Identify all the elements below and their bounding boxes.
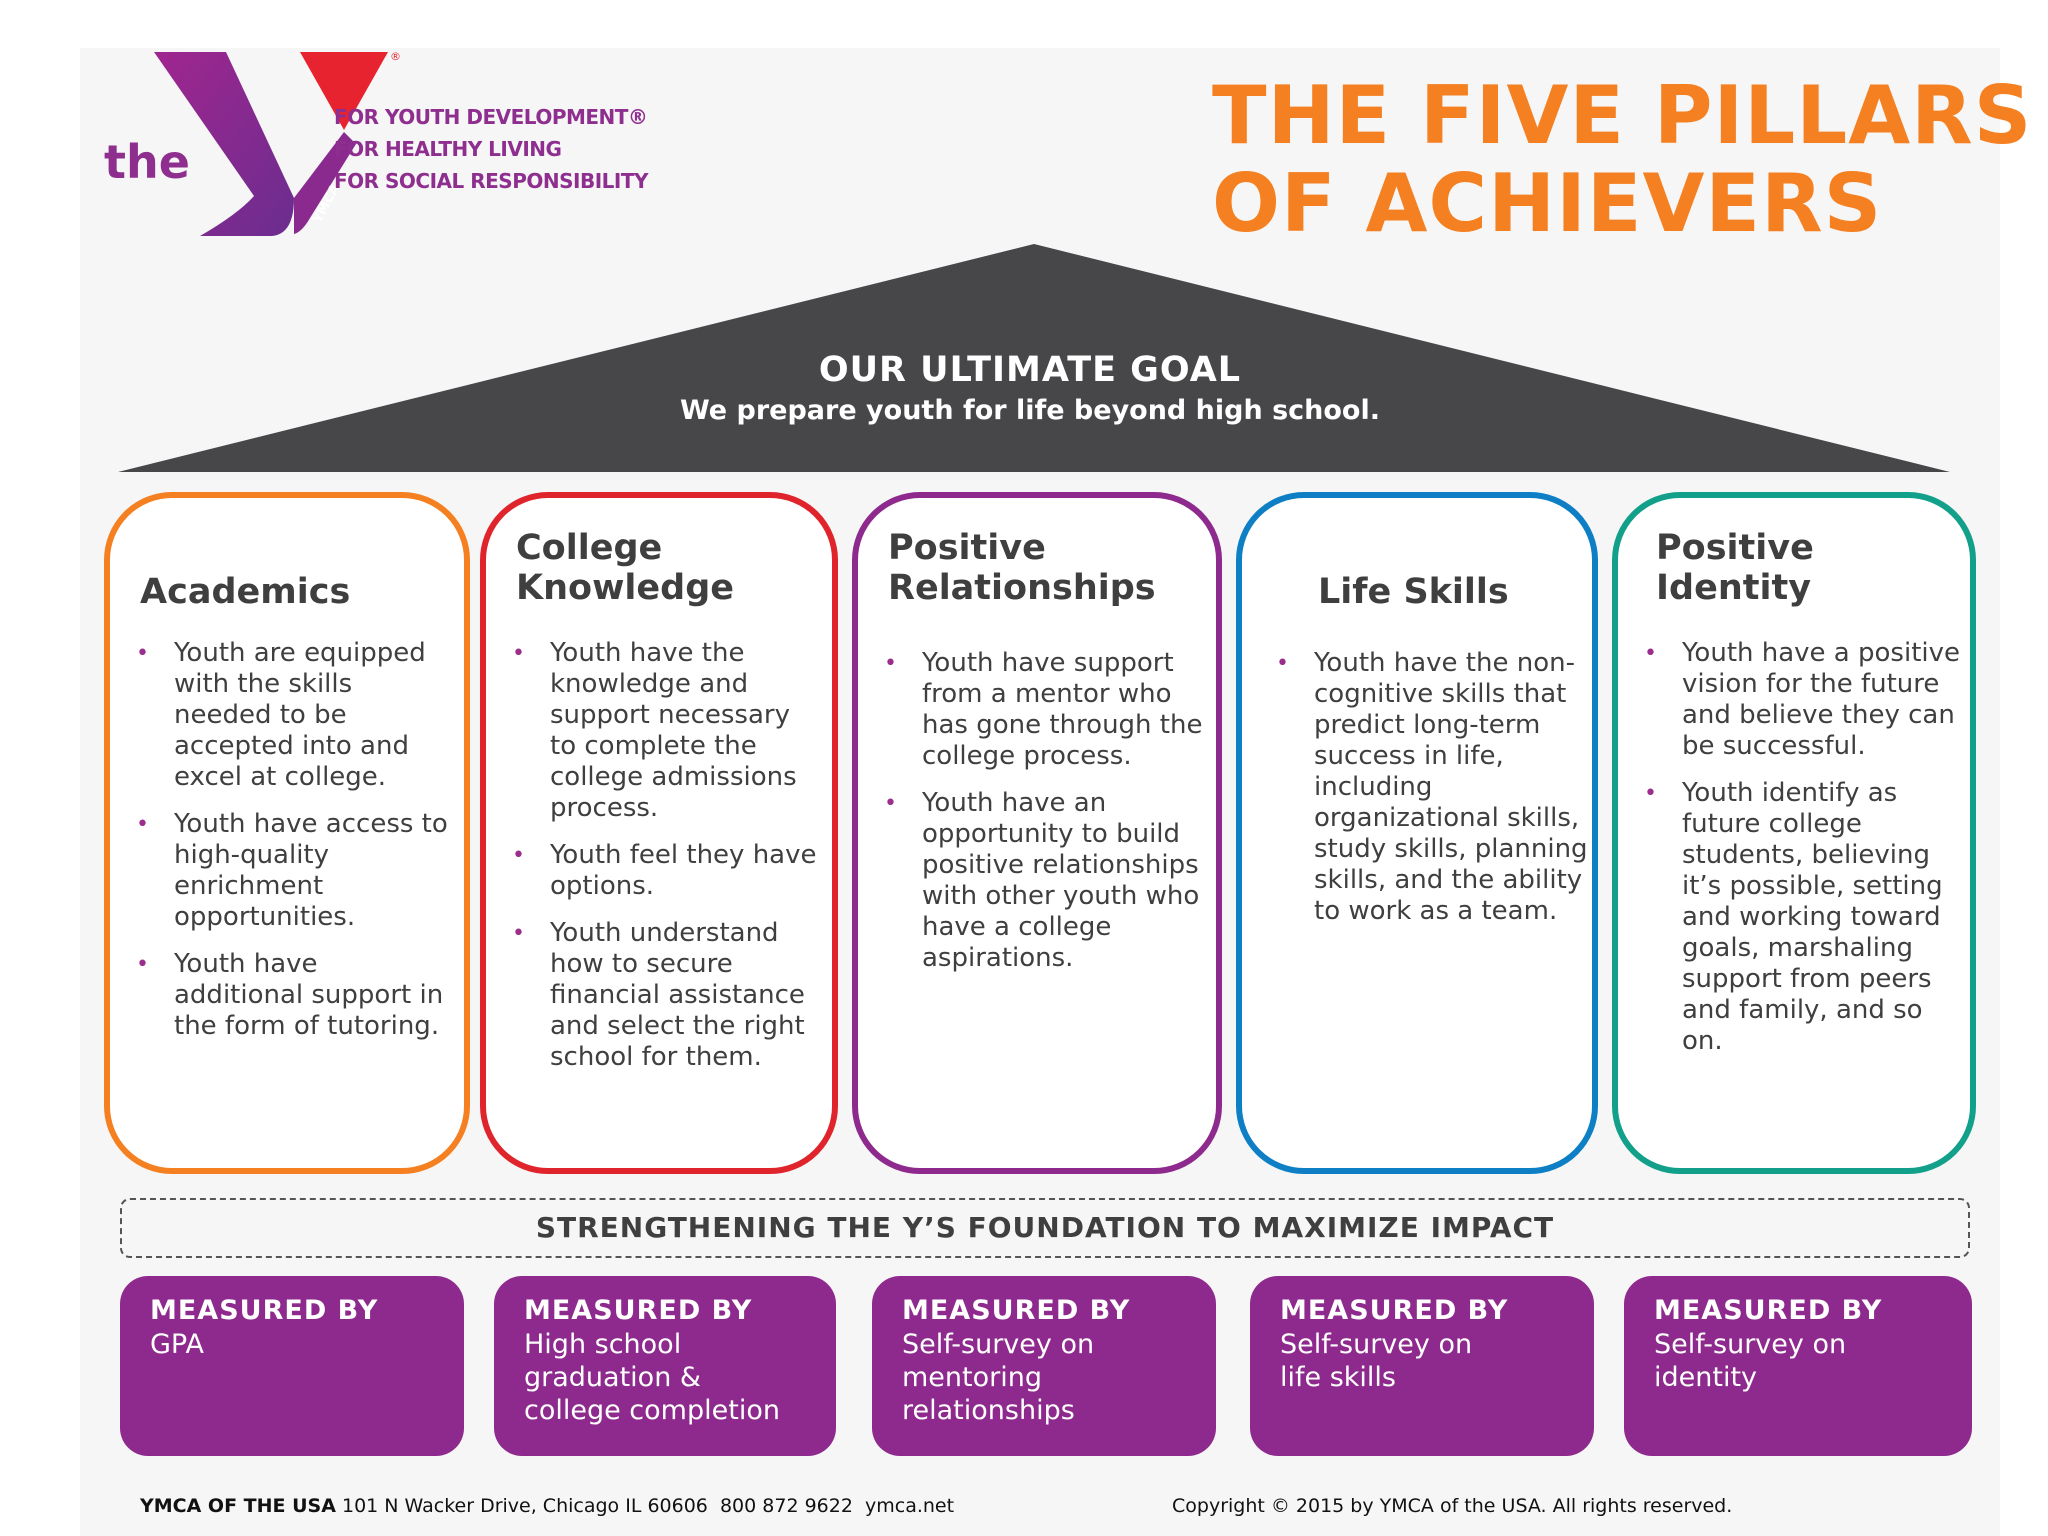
title-line: OF ACHIEVERS	[1212, 157, 1883, 250]
pillar-bullets: •Youth have support from a mentor who ha…	[884, 648, 1208, 990]
page-title: THE FIVE PILLARS OF ACHIEVERS	[1212, 72, 2032, 248]
tagline-line: FOR HEALTHY LIVING	[334, 137, 562, 161]
goal-roof	[118, 244, 1950, 472]
pillar-title: Positive Relationships	[888, 528, 1156, 608]
measure-heading: MEASURED BY	[524, 1295, 753, 1326]
pillar-positive-identity: Positive Identity •Youth have a positive…	[1612, 492, 1976, 1174]
list-item: •Youth have support from a mentor who ha…	[884, 648, 1203, 771]
list-item: •Youth identify as future college studen…	[1644, 778, 1943, 1056]
list-item: •Youth have access to high-quality enric…	[136, 809, 448, 932]
y-logo-icon: the YMCA ®	[104, 50, 401, 236]
bullet-icon: •	[1276, 651, 1289, 676]
bullet-icon: •	[136, 812, 149, 837]
measure-card-gpa: MEASURED BY GPA	[120, 1276, 464, 1456]
measure-text: GPA	[150, 1329, 204, 1360]
title-line: THE FIVE PILLARS	[1212, 69, 2033, 162]
pillar-bullets: •Youth have the non-cognitive skills tha…	[1276, 648, 1592, 943]
measure-heading: MEASURED BY	[150, 1295, 379, 1326]
bullet-icon: •	[1644, 641, 1657, 666]
measure-card-identity: MEASURED BY Self-survey on identity	[1624, 1276, 1972, 1456]
bullet-icon: •	[884, 791, 897, 816]
tagline-line: FOR SOCIAL RESPONSIBILITY	[334, 169, 648, 193]
bullet-icon: •	[884, 651, 897, 676]
bullet-icon: •	[136, 641, 149, 666]
pillar-title: Life Skills	[1318, 572, 1509, 612]
pillar-bullets: •Youth have a positive vision for the fu…	[1644, 638, 1960, 1073]
pillar-positive-relationships: Positive Relationships •Youth have suppo…	[852, 492, 1222, 1174]
bullet-icon: •	[512, 921, 525, 946]
pillar-title: Positive Identity	[1656, 528, 1814, 608]
list-item: •Youth have the knowledge and support ne…	[512, 638, 797, 823]
pillar-academics: Academics •Youth are equipped with the s…	[104, 492, 470, 1174]
logo-tagline: FOR YOUTH DEVELOPMENT® FOR HEALTHY LIVIN…	[334, 101, 648, 197]
footer-address: YMCA OF THE USA 101 N Wacker Drive, Chic…	[140, 1494, 954, 1518]
list-item: •Youth have a positive vision for the fu…	[1644, 638, 1960, 761]
bullet-icon: •	[512, 641, 525, 666]
pillar-life-skills: Life Skills •Youth have the non-cognitiv…	[1236, 492, 1598, 1174]
list-item: •Youth feel they have options.	[512, 840, 817, 901]
measure-heading: MEASURED BY	[902, 1295, 1131, 1326]
measure-heading: MEASURED BY	[1280, 1295, 1509, 1326]
footer-contact: 101 N Wacker Drive, Chicago IL 60606 800…	[335, 1495, 955, 1517]
logo-registered-mark: ®	[390, 50, 401, 63]
list-item: •Youth have an opportunity to build posi…	[884, 788, 1200, 973]
bullet-icon: •	[512, 843, 525, 868]
measure-card-mentoring: MEASURED BY Self-survey on mentoring rel…	[872, 1276, 1216, 1456]
pillar-bullets: •Youth have the knowledge and support ne…	[512, 638, 824, 1089]
list-item: •Youth understand how to secure financia…	[512, 918, 805, 1072]
tagline-line: FOR YOUTH DEVELOPMENT®	[334, 105, 648, 129]
measure-text: High school graduation & college complet…	[524, 1329, 780, 1426]
pillar-title: College Knowledge	[516, 528, 734, 608]
goal-subtitle: We prepare youth for life beyond high sc…	[679, 395, 1380, 426]
pillar-title: Academics	[140, 572, 351, 612]
list-item: •Youth have the non-cognitive skills tha…	[1276, 648, 1588, 926]
bullet-icon: •	[136, 952, 149, 977]
measure-card-life-skills: MEASURED BY Self-survey on life skills	[1250, 1276, 1594, 1456]
list-item: •Youth have additional support in the fo…	[136, 949, 444, 1041]
footer-copyright: Copyright © 2015 by YMCA of the USA. All…	[1172, 1495, 1733, 1517]
logo-wordmark: the	[104, 135, 190, 189]
goal-title: OUR ULTIMATE GOAL	[818, 350, 1242, 390]
pillar-college-knowledge: College Knowledge •Youth have the knowle…	[480, 492, 838, 1174]
ultimate-goal: OUR ULTIMATE GOAL We prepare youth for l…	[118, 346, 1942, 428]
pillar-bullets: •Youth are equipped with the skills need…	[136, 638, 454, 1058]
ymca-logo: the YMCA ® FOR YOUTH DEVELOPMENT® FOR HE…	[88, 48, 648, 248]
measure-text: Self-survey on identity	[1654, 1329, 1847, 1393]
measure-card-graduation: MEASURED BY High school graduation & col…	[494, 1276, 836, 1456]
foundation-banner: STRENGTHENING THE Y’S FOUNDATION TO MAXI…	[120, 1198, 1970, 1258]
footer-org: YMCA OF THE USA	[140, 1495, 336, 1517]
bullet-icon: •	[1644, 781, 1657, 806]
measure-heading: MEASURED BY	[1654, 1295, 1883, 1326]
measure-text: Self-survey on mentoring relationships	[902, 1329, 1095, 1426]
list-item: •Youth are equipped with the skills need…	[136, 638, 426, 792]
measure-text: Self-survey on life skills	[1280, 1329, 1473, 1393]
